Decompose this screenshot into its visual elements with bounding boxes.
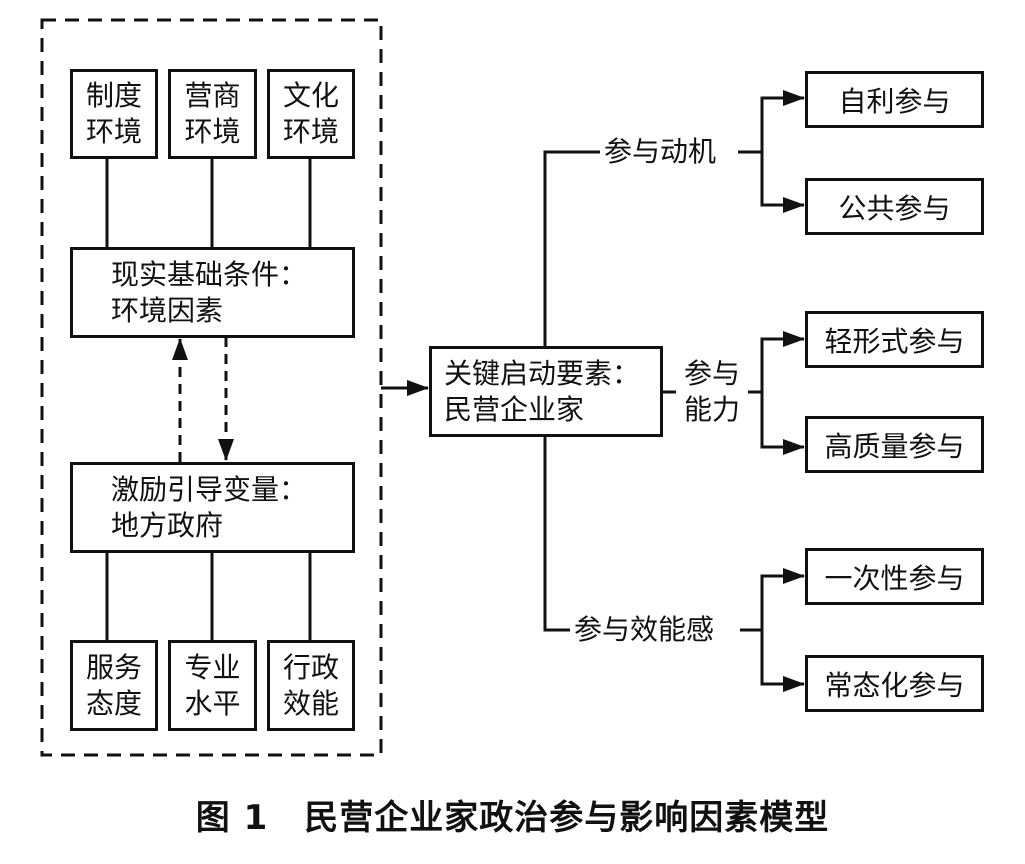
factor-box-institutional: 制度环境 <box>70 69 158 159</box>
branch-label-efficacy: 参与效能感 <box>570 612 719 648</box>
figure-title: 民营企业家政治参与影响因素模型 <box>304 798 830 838</box>
environment-box-line1: 现实基础条件： <box>111 257 308 291</box>
branch-arrow <box>760 392 805 455</box>
government-box-line2: 地方政府 <box>111 508 224 542</box>
outcome-box-one-time: 一次性参与 <box>805 548 984 605</box>
factor-box-cultural: 文化环境 <box>267 69 355 159</box>
factor-box-administrative-efficiency: 行政效能 <box>267 640 355 731</box>
trunk-efficacy <box>543 436 570 632</box>
figure-caption: 图 1 民营企业家政治参与影响因素模型 <box>0 790 1025 839</box>
branch-label-motivation: 参与动机 <box>600 134 721 170</box>
branch-arrow <box>760 331 805 392</box>
outcome-box-light-form: 轻形式参与 <box>805 311 984 368</box>
factor-box-business: 营商环境 <box>168 69 257 159</box>
environment-group-dashed-border <box>40 18 383 757</box>
government-box: 激励引导变量： 地方政府 <box>70 462 355 553</box>
central-node-line2: 民营企业家 <box>444 392 585 426</box>
branch-arrow <box>760 568 805 630</box>
outcome-box-self-interest: 自利参与 <box>805 71 984 128</box>
outcome-box-public: 公共参与 <box>805 178 984 235</box>
environment-box-line2: 环境因素 <box>111 293 224 327</box>
factor-box-service-attitude: 服务态度 <box>70 640 158 731</box>
government-box-line1: 激励引导变量： <box>111 472 308 506</box>
trunk-motivation <box>543 150 600 346</box>
central-node-line1: 关键启动要素： <box>444 356 641 390</box>
branch-label-ability: 参与能力 <box>676 356 748 428</box>
branch-arrow <box>760 630 805 692</box>
branch-arrow <box>760 90 805 152</box>
environment-box: 现实基础条件： 环境因素 <box>70 247 355 338</box>
branch-arrow <box>760 152 805 213</box>
figure-number: 图 1 <box>195 798 269 838</box>
central-node-box: 关键启动要素： 民营企业家 <box>429 346 663 437</box>
factor-box-professional-level: 专业水平 <box>168 640 257 731</box>
outcome-box-regular: 常态化参与 <box>805 655 984 712</box>
outcome-box-high-quality: 高质量参与 <box>805 416 984 473</box>
